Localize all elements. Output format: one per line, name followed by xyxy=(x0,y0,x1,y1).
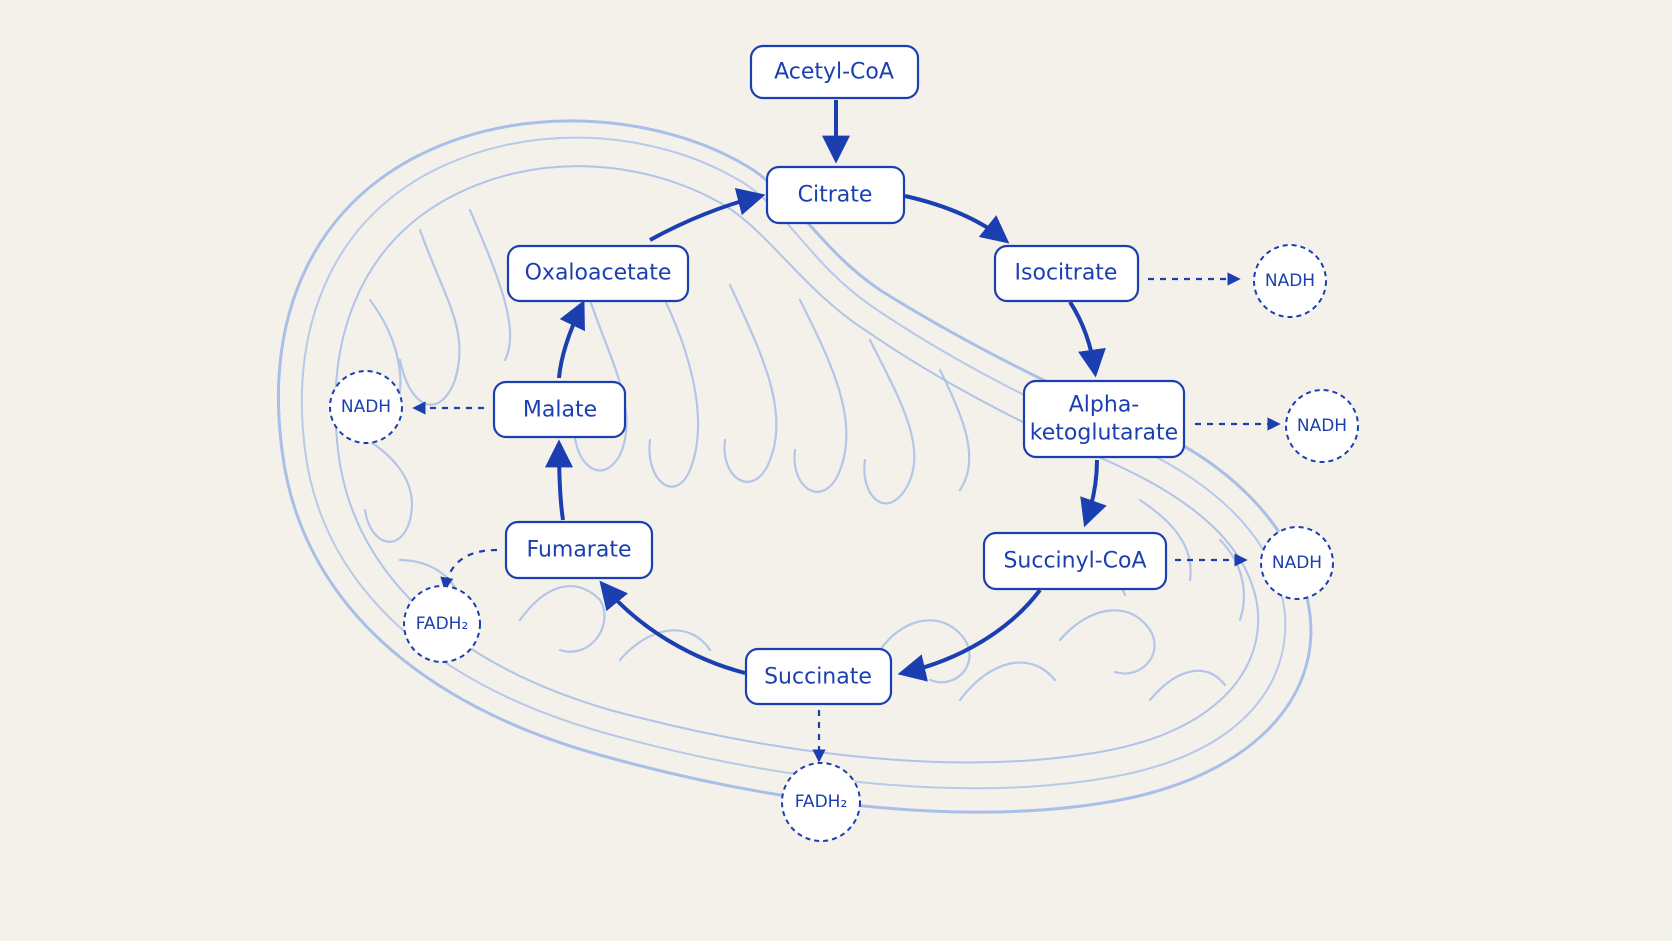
carrier-malate-label: NADH xyxy=(341,397,391,417)
node-malate-label: Malate xyxy=(523,398,597,423)
arrow-fumarate-to-malate xyxy=(545,439,574,521)
carrier-alphakg-nadh: NADH xyxy=(1285,389,1359,463)
arrow-oxaloacetate-to-citrate xyxy=(649,188,766,242)
carrier-isocitrate-nadh: NADH xyxy=(1253,244,1327,318)
metabolite-nodes: Acetyl-CoA Citrate Isocitrate Alpha- ket… xyxy=(492,44,1186,706)
carrier-succinylcoa-nadh: NADH xyxy=(1260,526,1334,600)
mitochondrion-sketch xyxy=(277,119,1313,814)
node-fumarate: Fumarate xyxy=(504,520,654,580)
node-succinyl-coa: Succinyl-CoA xyxy=(982,531,1168,591)
cycle-arrows xyxy=(545,100,1107,682)
carrier-succinylcoa-label: NADH xyxy=(1272,553,1322,573)
arrow-fumarate-to-fadh2 xyxy=(440,548,498,591)
node-isocitrate-label: Isocitrate xyxy=(1015,261,1118,286)
arrow-isocitrate-to-alphakg xyxy=(1068,300,1106,378)
arrow-succinate-to-fumarate xyxy=(599,580,746,675)
node-oxaloacetate-label: Oxaloacetate xyxy=(525,261,672,286)
carrier-fumarate-fadh2: FADH₂ xyxy=(403,585,481,663)
carrier-malate-nadh: NADH xyxy=(329,370,403,444)
inner-membrane xyxy=(334,165,1260,764)
carrier-succinate-label: FADH₂ xyxy=(795,792,848,812)
node-acetyl-coa-label: Acetyl-CoA xyxy=(774,60,894,85)
node-citrate: Citrate xyxy=(765,165,906,225)
arrow-succinylcoa-to-succinate xyxy=(897,588,1042,682)
carrier-fumarate-label: FADH₂ xyxy=(416,614,469,634)
node-oxaloacetate: Oxaloacetate xyxy=(506,244,690,303)
node-fumarate-label: Fumarate xyxy=(527,538,632,563)
carrier-succinate-fadh2: FADH₂ xyxy=(781,762,861,842)
node-acetyl-coa: Acetyl-CoA xyxy=(749,44,920,100)
node-alpha-ketoglutarate: Alpha- ketoglutarate xyxy=(1022,379,1186,459)
arrow-alphakg-to-succinylcoa xyxy=(1080,459,1107,528)
node-succinate-label: Succinate xyxy=(764,665,872,690)
node-alpha-ketoglutarate-label-1: Alpha- xyxy=(1069,393,1140,418)
carrier-arrows xyxy=(412,272,1281,763)
carrier-alphakg-label: NADH xyxy=(1297,416,1347,436)
carrier-isocitrate-label: NADH xyxy=(1265,271,1315,291)
node-malate: Malate xyxy=(492,380,627,439)
node-citrate-label: Citrate xyxy=(798,183,873,208)
outer-membrane-outline xyxy=(301,136,1287,790)
node-isocitrate: Isocitrate xyxy=(993,244,1140,303)
carrier-nodes: NADH NADH NADH FADH₂ FADH₂ NADH xyxy=(329,244,1359,842)
node-succinyl-coa-label: Succinyl-CoA xyxy=(1003,549,1146,574)
node-alpha-ketoglutarate-label-2: ketoglutarate xyxy=(1030,421,1178,446)
node-succinate: Succinate xyxy=(744,647,893,706)
arrow-citrate-to-isocitrate xyxy=(904,194,1010,244)
arrow-malate-to-oxaloacetate xyxy=(557,299,585,379)
